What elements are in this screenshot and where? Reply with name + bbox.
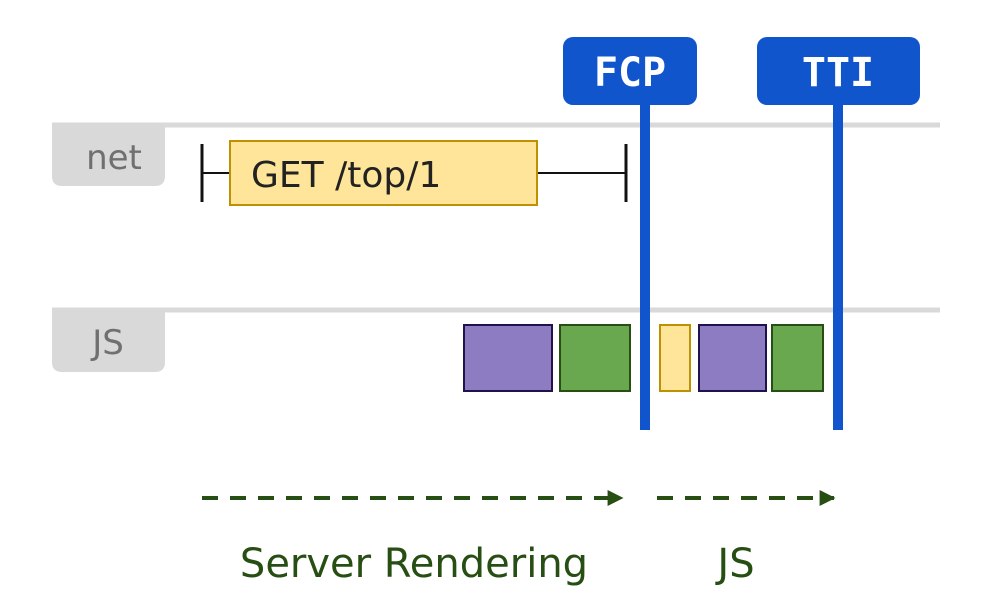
js-task-yellow-task (659, 324, 691, 392)
js-task-green-task (771, 324, 824, 392)
js-phase-label: JS (714, 541, 754, 587)
server-rendering-label: Server Rendering (240, 541, 588, 587)
net-lane-label: net (86, 138, 142, 178)
js-task-group (463, 324, 824, 392)
request-label: GET /top/1 (251, 155, 441, 196)
tti-label: TTI (802, 50, 874, 96)
fcp-badge (563, 37, 697, 105)
js-task-green-task (559, 324, 631, 392)
js-lane-label: JS (90, 323, 124, 363)
tti-badge (757, 37, 920, 105)
fcp-label: FCP (594, 50, 666, 96)
js-lane-tab (52, 310, 165, 372)
net-lane-tab (52, 125, 165, 186)
js-task-purple-task (698, 324, 767, 392)
request-bar (229, 140, 538, 206)
js-task-purple-task (463, 324, 553, 392)
